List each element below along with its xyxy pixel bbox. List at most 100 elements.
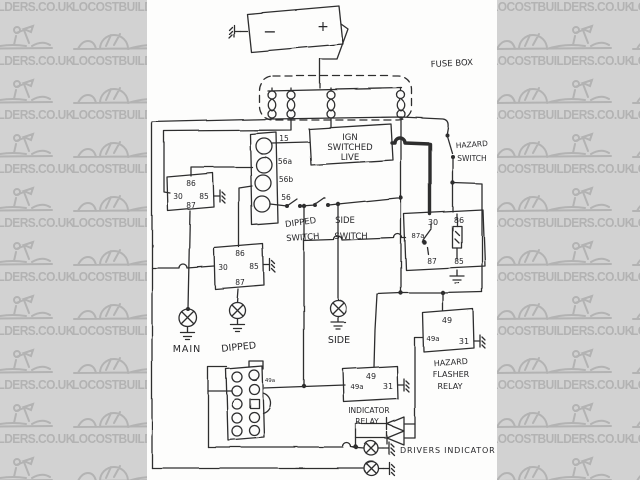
fuse-4: [396, 87, 406, 119]
watermark-text: LOCOSTBUILDERS.CO.UK: [497, 323, 633, 338]
watermark-cell: LOCOSTBUILDERS.CO.UK: [497, 124, 633, 178]
dipped-switch-label1: DIPPED: [285, 216, 318, 230]
dip-relay-feed: [151, 263, 215, 269]
dip-relay-85: 85: [249, 262, 259, 271]
terminal15-wire: [271, 141, 310, 144]
locostbuilders-logo: [73, 249, 147, 266]
ign-box-line2: SWITCHED: [327, 143, 373, 153]
watermark-cell: LOCOSTBUILDERS.CO.UK: [0, 0, 74, 16]
main-relay-85: 85: [199, 192, 209, 201]
drivers-indicator-lamp: [363, 440, 379, 456]
watermark-cell: LOCOSTBUILDERS.CO.UK: [72, 394, 147, 448]
watermark-cell: LOCOSTBUILDERS.CO.UK: [72, 0, 147, 16]
watermark-cell: LOCOSTBUILDERS.CO.UK: [0, 70, 74, 124]
indicator-relay-31: 31: [383, 382, 393, 391]
battery-plus-label: +: [317, 19, 329, 35]
locostbuilders-logo: [0, 132, 53, 158]
ground-symbol: [397, 378, 410, 393]
side-switch-label2: SWITCH: [334, 232, 367, 242]
watermark-cell: LOCOSTBUILDERS.CO.UK: [497, 394, 633, 448]
battery-positive-lead: [319, 23, 349, 89]
watermark-text: LOCOSTBUILDERS.CO.UK: [0, 323, 74, 338]
locostbuilders-logo: [0, 240, 53, 266]
watermark-cell: LOCOSTBUILDERS.CO.UK: [0, 394, 74, 448]
watermark-text: LOCOSTBUILDERS.CO.UK: [631, 215, 640, 230]
relay-feed-wire: [373, 291, 483, 368]
hazard-switch-label1: HAZARD: [456, 139, 489, 150]
fuse-bus-wire: [267, 87, 403, 92]
battery-minus-label: −: [263, 22, 276, 41]
watermark-cell: LOCOSTBUILDERS.CO.UK: [497, 0, 633, 16]
watermark-cell: LOCOSTBUILDERS.CO.UK: [72, 232, 147, 286]
supply-rail: [151, 116, 449, 134]
hazard-relay-86: 86: [454, 216, 464, 225]
flasher-relay-31: 31: [459, 337, 469, 346]
watermark-text: LOCOSTBUILDERS.CO.UK: [497, 0, 633, 14]
watermark-text: LOCOSTBUILDERS.CO.UK: [72, 431, 147, 446]
main-relay-box: [166, 172, 215, 212]
flasher-relay-box: [422, 308, 475, 353]
locostbuilders-logo: [73, 303, 147, 320]
watermark-cell: LOCOSTBUILDERS.CO.UK: [72, 448, 147, 480]
locostbuilders-logo: [0, 456, 53, 480]
passenger-indicator-lamp: [363, 460, 379, 476]
locostbuilders-logo: [497, 402, 612, 428]
diode-2: [386, 430, 405, 446]
watermark-text: LOCOSTBUILDERS.CO.UK: [0, 0, 74, 14]
main-lamp: [178, 308, 198, 328]
flasher-relay-49a: 49a: [426, 335, 439, 343]
connector-outer-wire: [207, 366, 228, 448]
fuse-box-outline: [258, 75, 413, 121]
locostbuilders-logo: [497, 348, 612, 374]
connector-loop: [262, 392, 272, 414]
watermark-cell: LOCOSTBUILDERS.CO.UK: [631, 70, 640, 124]
ground-symbol: [382, 441, 395, 456]
watermark-cell: LOCOSTBUILDERS.CO.UK: [631, 16, 640, 70]
watermark-text: LOCOSTBUILDERS.CO.UK: [0, 161, 74, 176]
watermark-cell: LOCOSTBUILDERS.CO.UK: [631, 178, 640, 232]
dip-relay-30: 30: [218, 263, 228, 272]
dipped-switch-lever: [286, 198, 298, 207]
locostbuilders-logo: [0, 294, 53, 320]
indicator-relay-49a: 49a: [350, 383, 363, 391]
watermark-text: LOCOSTBUILDERS.CO.UK: [497, 107, 633, 122]
dip-relay-box: [213, 243, 265, 290]
locostbuilders-logo: [0, 402, 53, 428]
watermark-text: LOCOSTBUILDERS.CO.UK: [497, 53, 633, 68]
watermark-text: LOCOSTBUILDERS.CO.UK: [0, 53, 74, 68]
watermark-cell: LOCOSTBUILDERS.CO.UK: [0, 124, 74, 178]
locostbuilders-logo: [497, 240, 612, 266]
hazard-to-flasher-wire: [452, 182, 483, 293]
fuse2-wire: [163, 117, 292, 194]
terminal-15-label: 15: [279, 134, 289, 143]
watermark-cell: LOCOSTBUILDERS.CO.UK: [72, 124, 147, 178]
hazard-relay-30: 30: [428, 218, 438, 227]
watermark-cell: LOCOSTBUILDERS.CO.UK: [72, 16, 147, 70]
watermark-text: LOCOSTBUILDERS.CO.UK: [631, 377, 640, 392]
hazard-relay-coil: [451, 225, 463, 249]
watermark-cell: LOCOSTBUILDERS.CO.UK: [0, 448, 72, 480]
connector-block: [225, 365, 265, 441]
watermark-text: LOCOSTBUILDERS.CO.UK: [0, 215, 74, 230]
hazard-relay-box: [403, 209, 486, 271]
dipped-lamp-wire: [236, 288, 239, 303]
locostbuilders-logo: [0, 78, 53, 104]
connector-top-wire: [248, 360, 264, 370]
coil-hatch: [454, 230, 460, 244]
watermark-text: LOCOSTBUILDERS.CO.UK: [72, 161, 147, 176]
hazard-switch-lever: [446, 135, 453, 154]
watermark-text: LOCOSTBUILDERS.CO.UK: [72, 377, 147, 392]
fuse-3: [326, 87, 336, 119]
locostbuilders-logo: [0, 186, 53, 212]
ground-symbol: [449, 269, 465, 284]
side-lamp: [329, 299, 347, 317]
hazard-relay-87: 87: [427, 257, 437, 266]
hazard-relay-85: 85: [454, 257, 464, 266]
watermark-cell: LOCOSTBUILDERS.CO.UK: [0, 232, 74, 286]
watermark-cell: LOCOSTBUILDERS.CO.UK: [497, 178, 633, 232]
light-switch-terminal-56a: [255, 156, 273, 174]
flasher-relay-label3: RELAY: [438, 382, 463, 391]
watermark-text: LOCOSTBUILDERS.CO.UK: [631, 431, 640, 446]
watermark-text: LOCOSTBUILDERS.CO.UK: [0, 269, 74, 284]
